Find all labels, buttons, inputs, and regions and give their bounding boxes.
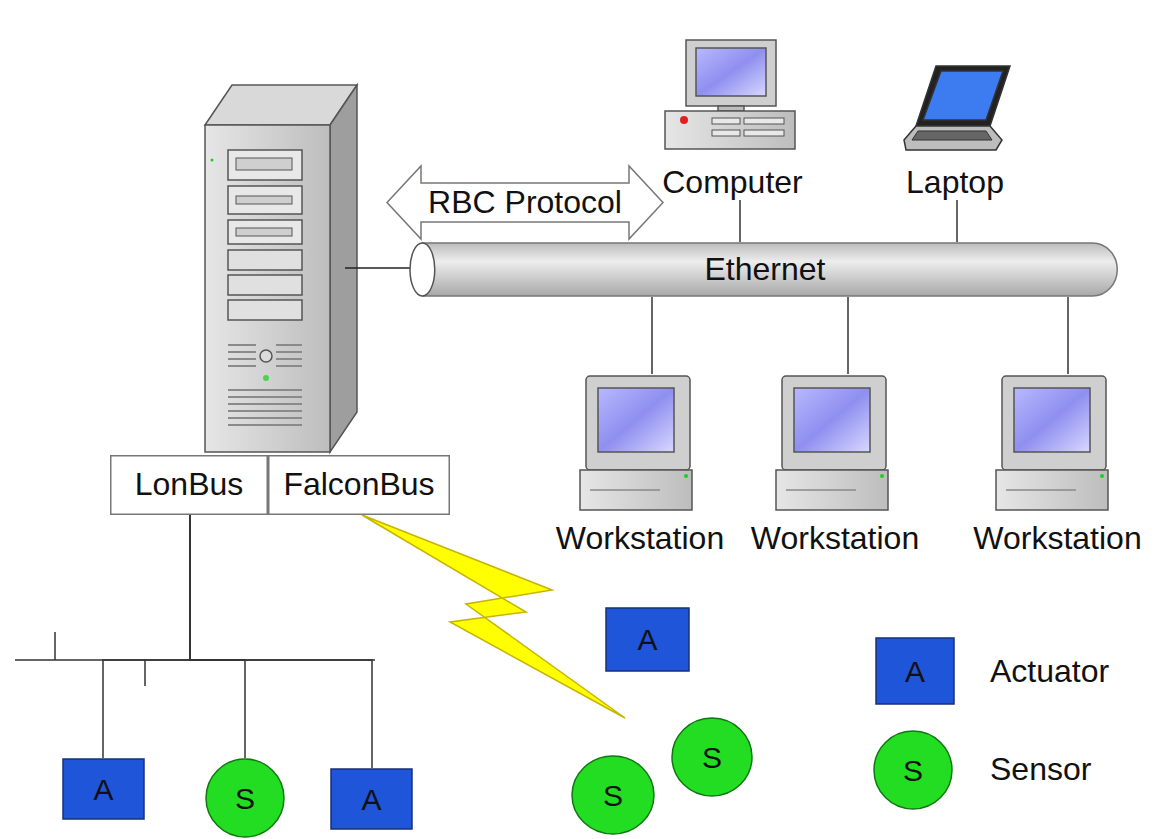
- actuator-box: A: [62, 758, 145, 820]
- connector-line: [651, 297, 653, 374]
- device-label: Workstation: [973, 521, 1141, 556]
- node-label: RBC Protocol: [428, 185, 622, 220]
- computer-icon: [665, 40, 795, 149]
- sensor-circle: S: [571, 755, 655, 835]
- laptop-node: Laptop: [890, 55, 1020, 200]
- workstation-icon: [776, 376, 888, 510]
- actuator-box: A: [875, 637, 955, 705]
- node-label: S: [603, 779, 623, 812]
- node-label: A: [905, 655, 925, 688]
- actuator-box: A: [330, 768, 413, 830]
- workstation-node: Workstation: [744, 374, 927, 556]
- sensor-circle: S: [205, 758, 285, 838]
- connector-line: [190, 515, 372, 768]
- device-label: Workstation: [556, 521, 724, 556]
- node-label: A: [637, 623, 657, 656]
- workstation-node: Workstation: [549, 374, 732, 556]
- device-label: Computer: [662, 165, 803, 200]
- connector-line: [956, 200, 958, 242]
- bus-box: FalconBus: [268, 455, 450, 515]
- actuator-box: A: [605, 607, 690, 672]
- device-label: Workstation: [751, 521, 919, 556]
- connector-line: [190, 515, 245, 758]
- node-label: S: [702, 741, 722, 774]
- bus-line: [15, 632, 375, 686]
- legend-text: Sensor: [990, 752, 1091, 787]
- bus-box: LonBus: [110, 455, 268, 515]
- node-label: S: [903, 754, 923, 787]
- connector-line: [1067, 297, 1069, 374]
- workstation-icon: [580, 376, 692, 510]
- workstation-node: Workstation: [966, 374, 1149, 556]
- connector-line: [739, 200, 741, 242]
- server-wire: [345, 267, 414, 269]
- node-label: FalconBus: [283, 467, 434, 502]
- node-label: A: [93, 773, 113, 806]
- ethernet-bus: Ethernet: [410, 242, 1120, 297]
- node-label: Ethernet: [705, 252, 826, 287]
- connector-line: [103, 515, 190, 758]
- node-label: LonBus: [135, 467, 244, 502]
- sensor-circle: S: [671, 717, 753, 797]
- sensor-circle: S: [873, 730, 953, 810]
- legend-text: Actuator: [990, 654, 1109, 689]
- connector-line: [847, 297, 849, 374]
- laptop-icon: [904, 66, 1010, 150]
- node-label: A: [361, 783, 381, 816]
- protocol-arrow: RBC Protocol: [386, 165, 664, 240]
- server-tower: [205, 85, 357, 452]
- node-label: S: [235, 782, 255, 815]
- computer-node: Computer: [650, 30, 815, 200]
- device-label: Laptop: [906, 165, 1004, 200]
- workstation-icon: [996, 376, 1108, 510]
